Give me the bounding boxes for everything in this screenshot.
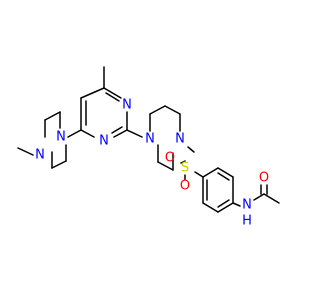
bond [80, 129, 95, 138]
atom-nitrogen: N [99, 134, 109, 149]
atom-nitrogen: N [122, 98, 132, 113]
bond [194, 171, 204, 178]
bond [157, 161, 174, 171]
atom-nitrogen: N [242, 198, 252, 213]
bond-layer [17, 66, 280, 213]
bond [180, 160, 186, 164]
bond [80, 87, 105, 99]
atom-label-layer: N N N N N N S O O N H O [35, 98, 269, 229]
molecule-structure: N N N N N N S O O N H O [17, 66, 280, 229]
atom-oxygen: O [165, 151, 175, 166]
bond [202, 167, 219, 178]
atom-oxygen: O [259, 171, 269, 186]
bond [164, 105, 181, 115]
atom-nitrogen: N [145, 132, 155, 147]
atom-sulfur: S [181, 161, 189, 176]
atom-oxygen: O [180, 179, 190, 194]
bond [111, 126, 123, 134]
bond [217, 172, 230, 181]
atom-nitrogen: N [175, 132, 185, 147]
bond [51, 160, 67, 169]
bond [217, 167, 234, 178]
atom-hydrogen: H [242, 214, 252, 229]
bond [103, 87, 122, 99]
bond [67, 129, 82, 138]
atom-nitrogen: N [56, 130, 66, 145]
bond [217, 199, 230, 208]
bond [105, 92, 120, 102]
bond [263, 193, 280, 204]
bond [44, 111, 61, 121]
bond [113, 129, 128, 138]
bond [149, 105, 166, 115]
bond [232, 202, 241, 207]
bond [17, 147, 34, 156]
atom-nitrogen: N [35, 148, 45, 163]
bond [253, 193, 265, 201]
molecule-canvas: N N N N N N S O O N H O [17, 66, 280, 229]
bond [187, 146, 195, 153]
bond [202, 202, 219, 213]
bond [217, 202, 234, 213]
bond [126, 129, 143, 138]
